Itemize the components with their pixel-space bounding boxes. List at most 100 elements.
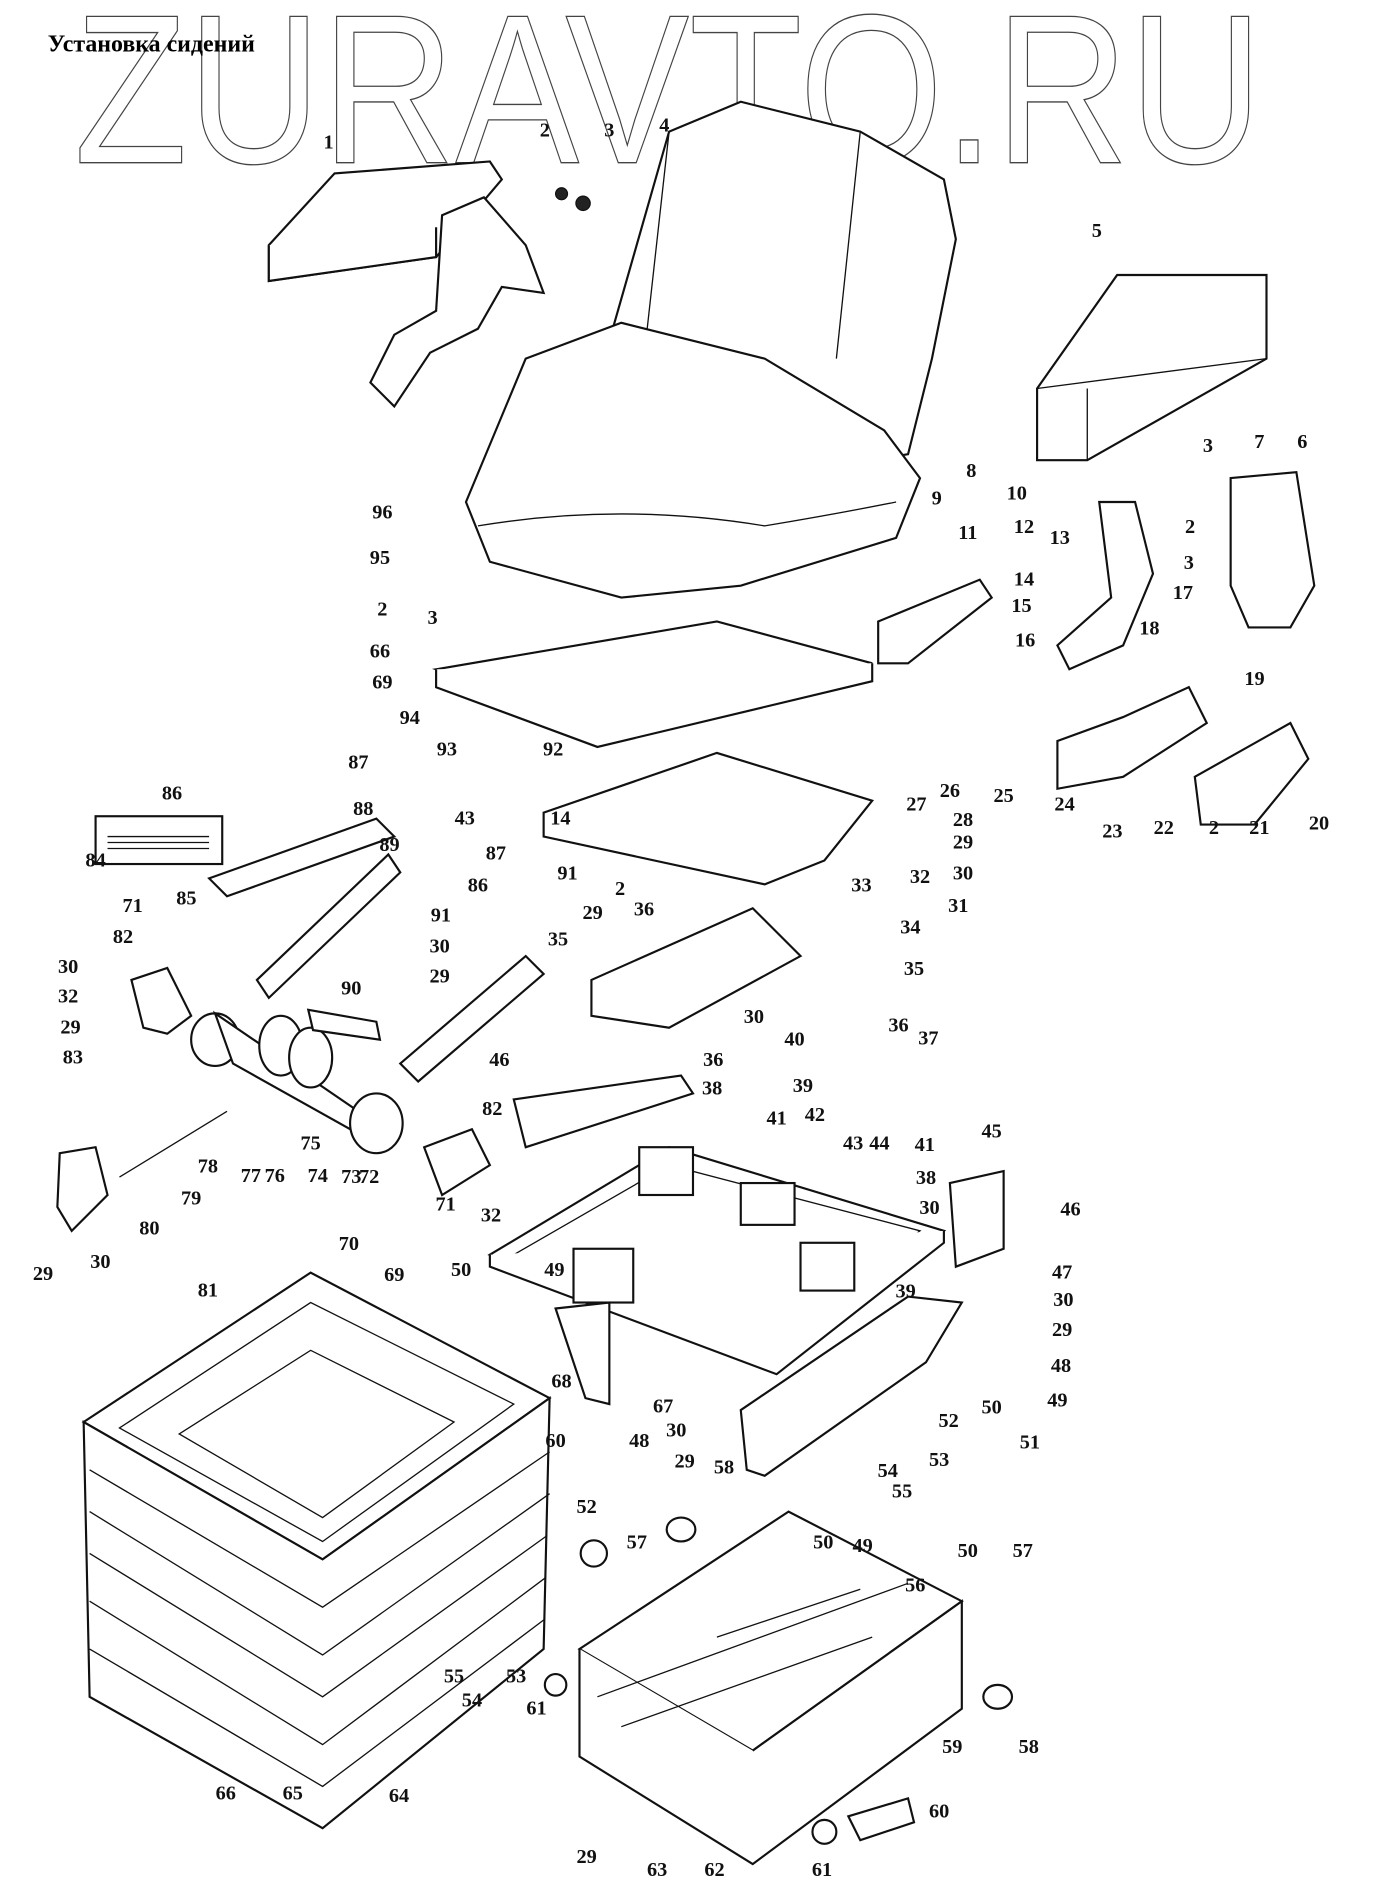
callout-label: 65 (283, 1783, 303, 1805)
callout-label: 50 (813, 1532, 833, 1554)
callout-label: 53 (929, 1449, 949, 1471)
bellows (81, 1271, 552, 1830)
callout-label: 91 (431, 904, 451, 926)
callout-label: 3 (1184, 552, 1194, 574)
callout-label: 9 (932, 487, 942, 509)
callout-label: 64 (389, 1785, 409, 1807)
callout-label: 40 (784, 1029, 804, 1051)
callout-label: 54 (878, 1460, 898, 1482)
callout-label: 49 (544, 1259, 564, 1281)
callout-label: 93 (437, 738, 457, 760)
callout-label: 26 (940, 780, 960, 802)
callout-label: 1 (323, 131, 333, 153)
callout-label: 30 (58, 956, 78, 978)
lower-base-frame (543, 1510, 1014, 1866)
callout-label: 61 (526, 1698, 546, 1720)
callout-label: 75 (301, 1133, 321, 1155)
callout-label: 37 (918, 1027, 938, 1049)
callout-label: 92 (543, 738, 563, 760)
callout-label: 29 (1052, 1319, 1072, 1341)
callout-label: 73 (341, 1166, 361, 1188)
callout-label: 30 (744, 1006, 764, 1028)
callout-label: 30 (430, 935, 450, 957)
callout-label: 21 (1249, 817, 1269, 839)
callout-label: 14 (550, 808, 570, 830)
callout-label: 57 (627, 1532, 647, 1554)
callout-label: 11 (958, 522, 977, 544)
callout-label: 78 (198, 1155, 218, 1177)
callout-label: 52 (939, 1410, 959, 1432)
callout-label: 42 (805, 1104, 825, 1126)
callout-label: 30 (1053, 1289, 1073, 1311)
callout-label: 2 (540, 119, 550, 141)
callout-label: 60 (545, 1430, 565, 1452)
callout-label: 3 (1203, 435, 1213, 457)
callout-label: 30 (666, 1419, 686, 1441)
callout-label: 83 (63, 1047, 83, 1069)
callout-label: 90 (341, 977, 361, 999)
callout-label: 20 (1309, 812, 1329, 834)
callout-label: 36 (703, 1049, 723, 1071)
callout-label: 41 (915, 1134, 935, 1156)
callout-label: 88 (353, 798, 373, 820)
callout-label: 87 (348, 751, 368, 773)
callout-label: 63 (647, 1859, 667, 1881)
callout-label: 32 (58, 986, 78, 1008)
callout-label: 56 (905, 1575, 925, 1597)
callout-label: 66 (216, 1783, 236, 1805)
callout-label: 55 (444, 1665, 464, 1687)
callout-label: 30 (919, 1197, 939, 1219)
slide-rails (94, 815, 803, 1149)
callout-label: 96 (372, 502, 392, 524)
callout-label: 8 (966, 460, 976, 482)
nut-icon (554, 187, 569, 201)
callout-label: 81 (198, 1280, 218, 1302)
callout-label: 72 (359, 1166, 379, 1188)
callout-label: 80 (139, 1217, 159, 1239)
callout-label: 71 (122, 895, 142, 917)
callout-label: 87 (486, 842, 506, 864)
callout-label: 69 (384, 1264, 404, 1286)
callout-label: 59 (942, 1736, 962, 1758)
callout-label: 50 (451, 1259, 471, 1281)
callout-label: 53 (506, 1665, 526, 1687)
callout-label: 91 (557, 863, 577, 885)
callout-label: 29 (582, 902, 602, 924)
callout-label: 44 (869, 1133, 889, 1155)
callout-label: 43 (843, 1133, 863, 1155)
callout-label: 47 (1052, 1262, 1072, 1284)
callout-label: 51 (1020, 1431, 1040, 1453)
callout-label: 89 (379, 834, 399, 856)
callout-label: 22 (1154, 817, 1174, 839)
page-title: Установка сидений (48, 32, 255, 58)
callout-label: 76 (265, 1165, 285, 1187)
callout-label: 2 (377, 599, 387, 621)
callout-label: 36 (888, 1014, 908, 1036)
callout-label: 45 (982, 1121, 1002, 1143)
callout-label: 32 (481, 1204, 501, 1226)
callout-label: 94 (400, 707, 420, 729)
callout-label: 79 (181, 1188, 201, 1210)
callout-label: 30 (90, 1251, 110, 1273)
callout-label: 2 (1185, 516, 1195, 538)
seat-mounting-plate (431, 620, 875, 886)
callout-label: 60 (929, 1800, 949, 1822)
callout-label: 86 (162, 783, 182, 805)
callout-label: 29 (430, 965, 450, 987)
callout-label: 31 (948, 895, 968, 917)
callout-label: 13 (1050, 527, 1070, 549)
callout-label: 49 (1047, 1389, 1067, 1411)
suspension-mechanism (56, 966, 492, 1233)
callout-label: 17 (1173, 582, 1193, 604)
callout-label: 70 (339, 1233, 359, 1255)
callout-label: 24 (1054, 793, 1074, 815)
callout-label: 34 (900, 916, 920, 938)
callout-label: 85 (176, 888, 196, 910)
callout-label: 69 (372, 671, 392, 693)
callout-label: 41 (766, 1108, 786, 1130)
bolt-icon (575, 195, 591, 212)
callout-label: 27 (906, 793, 926, 815)
